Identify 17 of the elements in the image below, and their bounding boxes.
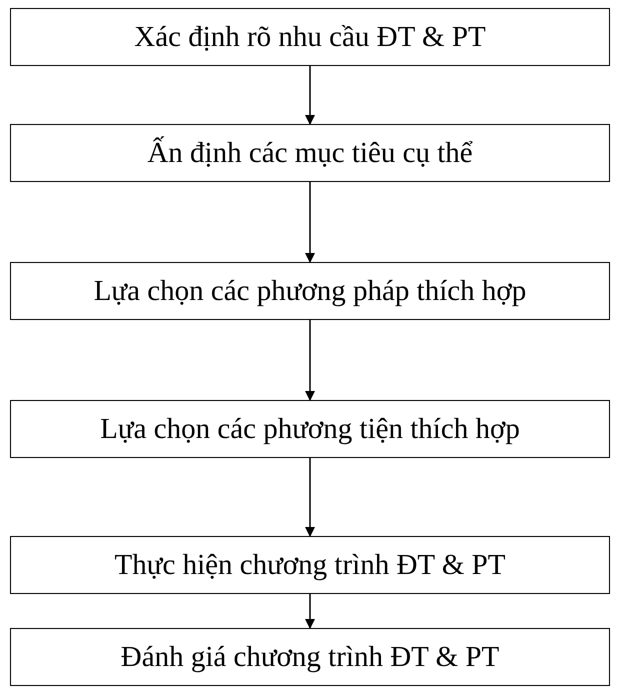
- step-label: Xác định rõ nhu cầu ĐT & PT: [134, 20, 486, 54]
- step-label: Ấn định các mục tiêu cụ thể: [147, 136, 473, 170]
- arrow: [305, 66, 315, 125]
- arrow: [305, 458, 315, 537]
- process-box: [10, 124, 610, 182]
- step-label: Đánh giá chương trình ĐT & PT: [120, 640, 500, 674]
- process-box: [10, 8, 610, 66]
- step-label: Lựa chọn các phương pháp thích hợp: [94, 274, 526, 308]
- process-box: [10, 628, 610, 686]
- step-label: Thực hiện chương trình ĐT & PT: [114, 548, 506, 582]
- step-label: Lựa chọn các phương tiện thích hợp: [100, 412, 520, 446]
- process-box: [10, 262, 610, 320]
- process-box: [10, 400, 610, 458]
- process-box: [10, 536, 610, 594]
- arrow: [305, 182, 315, 263]
- arrow: [305, 594, 315, 629]
- arrow: [305, 320, 315, 401]
